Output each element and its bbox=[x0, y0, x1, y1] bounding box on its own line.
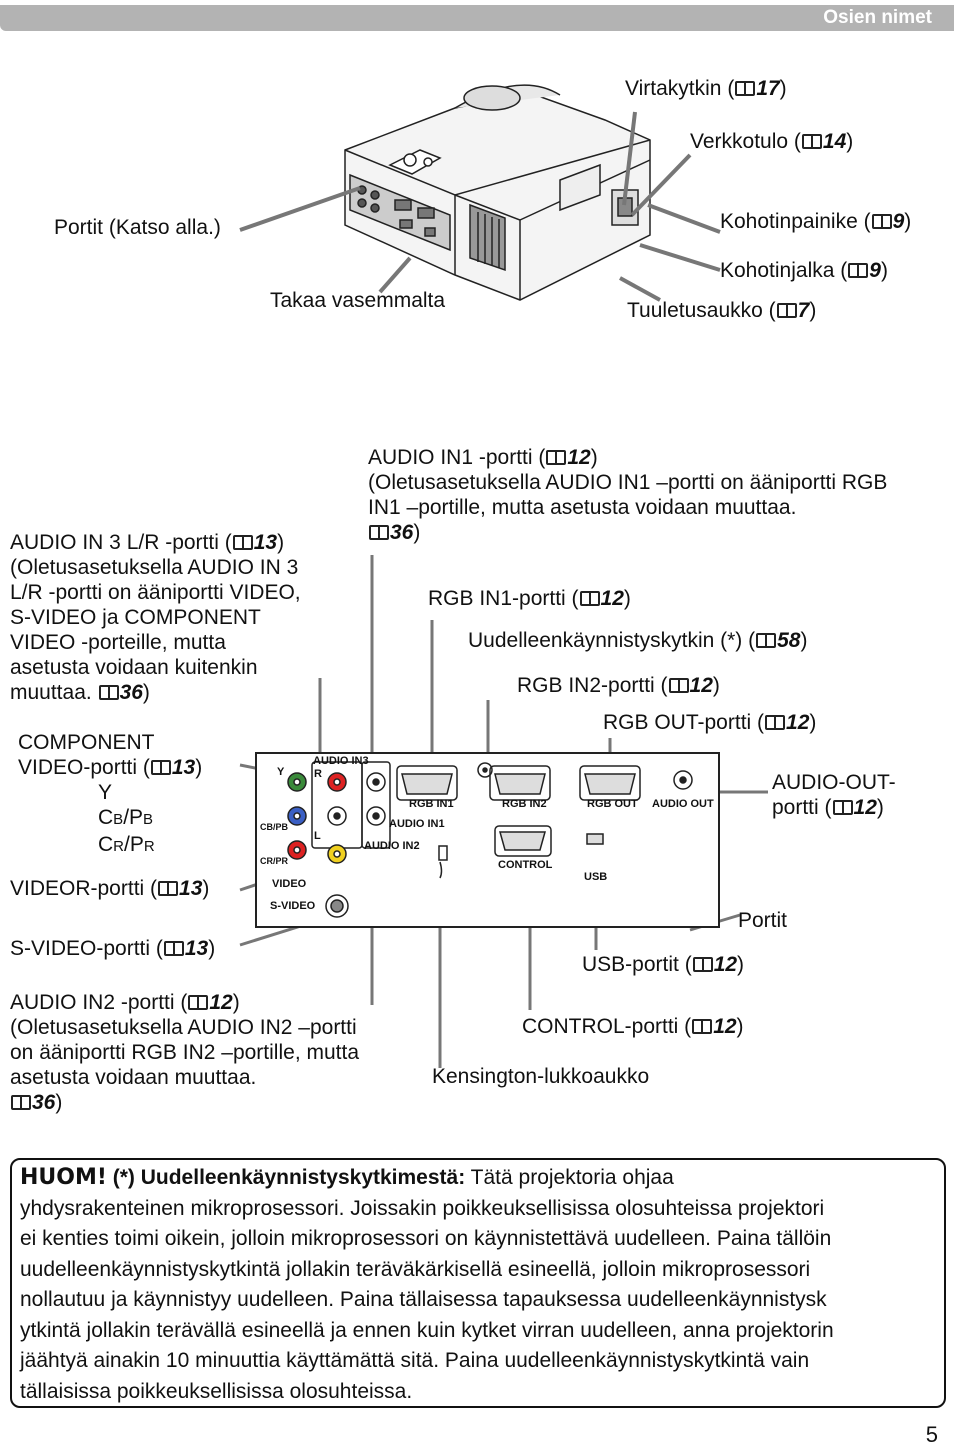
note-badge: HUOM! bbox=[20, 1165, 107, 1190]
video-port-label: VIDEOR-portti (13) bbox=[10, 877, 210, 900]
book-icon bbox=[692, 957, 713, 972]
book-icon bbox=[692, 1019, 713, 1034]
book-icon bbox=[150, 760, 171, 775]
audio-in3-description: AUDIO IN 3 L/R -portti (13) (Oletusasetu… bbox=[10, 531, 301, 704]
panel-crpr: CR/PR bbox=[260, 856, 289, 866]
page-number: 5 bbox=[925, 1422, 938, 1447]
rear-left-caption: Takaa vasemmalta bbox=[270, 289, 446, 312]
book-icon bbox=[765, 715, 786, 730]
projector-illustration bbox=[239, 84, 721, 302]
rgb-out-label: RGB OUT-portti (12) bbox=[603, 711, 817, 734]
usb-port-label: USB-portit (12) bbox=[582, 953, 745, 976]
panel-usb: USB bbox=[584, 871, 608, 883]
book-icon bbox=[848, 263, 869, 278]
power-switch-label: Virtakytkin (17) bbox=[625, 77, 787, 100]
panel-audio-in2: AUDIO IN2 bbox=[364, 840, 420, 852]
book-icon bbox=[163, 941, 184, 956]
component-video-label: COMPONENT VIDEO-portti (13) Y CB/PB CR/P… bbox=[18, 731, 203, 856]
panel-audio-in1: AUDIO IN1 bbox=[389, 818, 445, 830]
ac-inlet-label: Verkkotulo (14) bbox=[690, 130, 854, 153]
book-icon bbox=[158, 881, 179, 896]
book-icon bbox=[776, 303, 797, 318]
book-icon bbox=[832, 800, 853, 815]
note-text: HUOM! (*) Uudelleenkäynnistyskytkimestä:… bbox=[20, 1165, 834, 1403]
restart-switch-label: Uudelleenkäynnistyskytkin (*) (58) bbox=[468, 629, 808, 652]
panel-y: Y bbox=[277, 766, 285, 778]
panel-video: VIDEO bbox=[272, 878, 307, 890]
book-icon bbox=[756, 633, 777, 648]
panel-rgb-out: RGB OUT bbox=[587, 798, 638, 810]
audio-in1-description: AUDIO IN1 -portti (12) (Oletusasetuksell… bbox=[368, 446, 888, 544]
book-icon bbox=[735, 81, 756, 96]
kensington-label: Kensington-lukkoaukko bbox=[432, 1065, 650, 1088]
rgb-in2-label: RGB IN2-portti (12) bbox=[517, 674, 720, 697]
book-icon bbox=[579, 591, 600, 606]
section-title: Osien nimet bbox=[823, 7, 932, 28]
section-header-bar: Osien nimet bbox=[0, 5, 954, 31]
book-icon bbox=[232, 535, 253, 550]
panel-rgb-in1: RGB IN1 bbox=[409, 798, 454, 810]
elevator-button-label: Kohotinpainike (9) bbox=[720, 210, 912, 233]
panel-cbpb: CB/PB bbox=[260, 822, 289, 832]
panel-audio-out: AUDIO OUT bbox=[652, 798, 714, 810]
book-icon bbox=[369, 525, 389, 540]
connector-panel-graphics bbox=[287, 761, 693, 918]
panel-svideo: S-VIDEO bbox=[270, 900, 316, 912]
ports-label: Portit (Katso alla.) bbox=[54, 216, 221, 239]
ports-caption: Portit bbox=[738, 909, 788, 932]
rgb-in1-label: RGB IN1-portti (12) bbox=[428, 587, 631, 610]
note-box: HUOM! (*) Uudelleenkäynnistyskytkimestä:… bbox=[10, 1158, 946, 1408]
audio-in2-description: AUDIO IN2 -portti (12) (Oletusasetuksell… bbox=[10, 991, 360, 1114]
book-icon bbox=[188, 995, 209, 1010]
book-icon bbox=[98, 685, 119, 700]
panel-r: R bbox=[314, 768, 322, 780]
vent-label: Tuuletusaukko (7) bbox=[627, 299, 817, 322]
control-port-label: CONTROL-portti (12) bbox=[522, 1015, 744, 1038]
connector-panel: AUDIO IN3 R L Y CB/PB CR/PR VIDEO S-VIDE… bbox=[255, 752, 720, 928]
book-icon bbox=[546, 450, 567, 465]
svideo-port-label: S-VIDEO-portti (13) bbox=[10, 937, 216, 960]
panel-rgb-in2: RGB IN2 bbox=[502, 798, 547, 810]
book-icon bbox=[11, 1095, 31, 1110]
note-border bbox=[10, 1158, 946, 1408]
panel-control: CONTROL bbox=[498, 859, 553, 871]
panel-audio-in3: AUDIO IN3 bbox=[313, 755, 369, 767]
note-title: (*) Uudelleenkäynnistyskytkimestä: bbox=[106, 1166, 466, 1189]
audio-out-label: AUDIO-OUT- portti (12) bbox=[772, 771, 896, 819]
book-icon bbox=[801, 134, 822, 149]
book-icon bbox=[871, 214, 892, 229]
elevator-foot-label: Kohotinjalka (9) bbox=[720, 259, 888, 282]
panel-l: L bbox=[314, 830, 321, 842]
book-icon bbox=[668, 678, 689, 693]
